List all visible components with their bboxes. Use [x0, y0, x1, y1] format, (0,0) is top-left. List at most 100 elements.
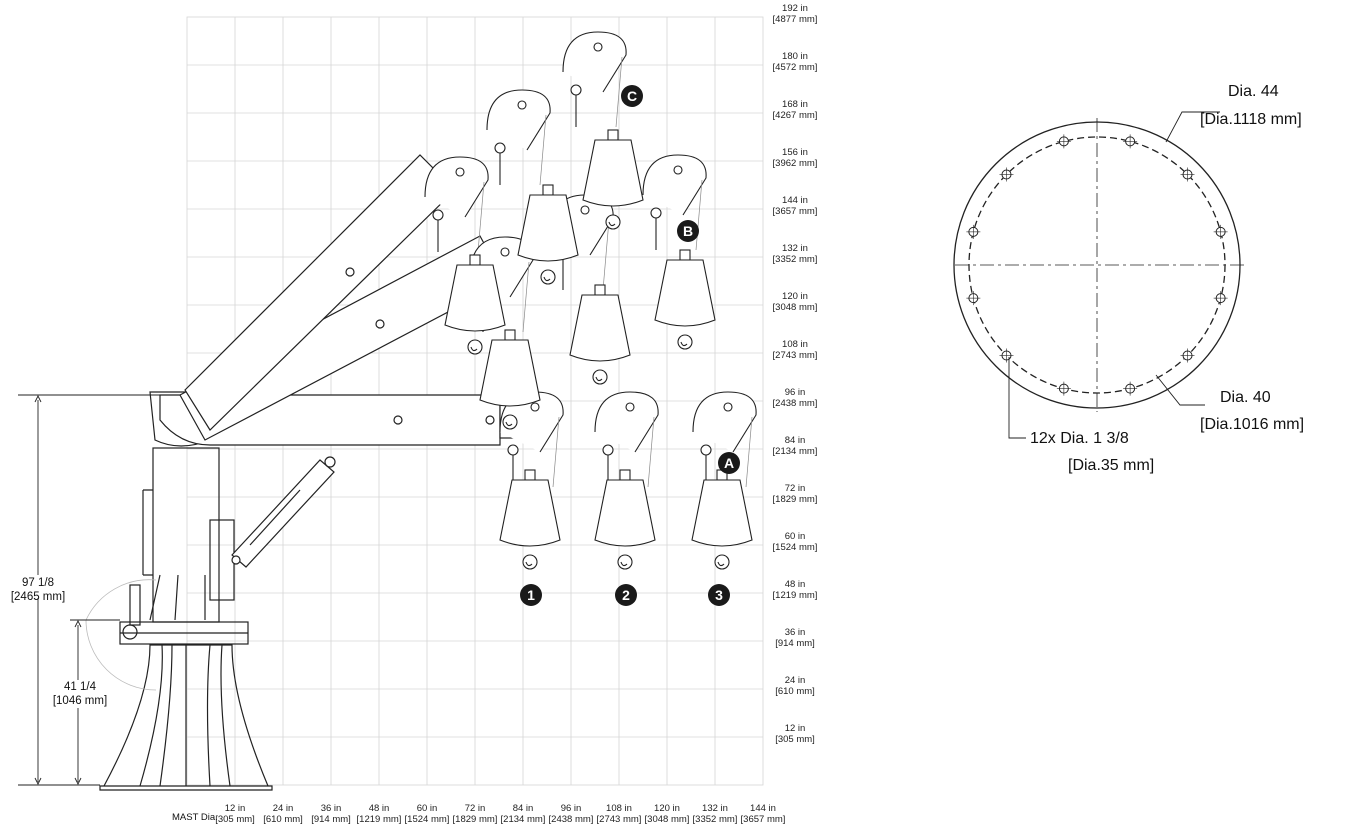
- base-height-mm: [1046 mm]: [52, 695, 108, 707]
- height-dimensions: [18, 394, 160, 786]
- y-tick-in: 120 in: [782, 291, 808, 302]
- x-tick-mm: [3048 mm]: [644, 814, 690, 825]
- flange-outer-dia-mm-label: [Dia.1118 mm]: [1200, 111, 1302, 128]
- y-tick-label: 60 in[1524 mm]: [766, 531, 824, 553]
- y-tick-in: 48 in: [784, 579, 806, 590]
- boom-tip-head: [642, 154, 707, 251]
- x-tick-label: 96 in[2438 mm]: [541, 803, 601, 825]
- y-tick-mm: [2743 mm]: [772, 350, 818, 361]
- position-badge-2: 2: [615, 584, 637, 606]
- total-height-dimension: 97 1/8 [2465 mm]: [2, 576, 74, 604]
- crane-pedestal: [99, 621, 273, 791]
- x-tick-mm: [2438 mm]: [548, 814, 594, 825]
- y-tick-in: 84 in: [784, 435, 806, 446]
- total-height-in: 97 1/8: [22, 577, 54, 589]
- y-tick-label: 192 in[4877 mm]: [766, 3, 824, 25]
- x-tick-label: 108 in[2743 mm]: [589, 803, 649, 825]
- hook-block: [691, 469, 753, 570]
- crane-mast: [85, 447, 235, 691]
- flange-outer-circle: [953, 121, 1241, 409]
- hook-block: [444, 254, 506, 355]
- y-tick-mm: [3352 mm]: [772, 254, 818, 265]
- y-tick-in: 144 in: [782, 195, 808, 206]
- y-tick-mm: [1829 mm]: [772, 494, 818, 505]
- boom-tip-head: [424, 156, 489, 253]
- x-tick-in: 96 in: [560, 803, 582, 814]
- x-tick-mm: [610 mm]: [263, 814, 303, 825]
- x-axis-origin-label: MAST Dia.: [172, 812, 218, 823]
- x-tick-label: 144 in[3657 mm]: [733, 803, 793, 825]
- y-tick-in: 36 in: [784, 627, 806, 638]
- x-tick-label: 132 in[3352 mm]: [685, 803, 745, 825]
- flange-outer-dia-label: Dia. 44: [1228, 83, 1279, 100]
- hook-block: [569, 284, 631, 385]
- y-tick-in: 12 in: [784, 723, 806, 734]
- y-tick-label: 132 in[3352 mm]: [766, 243, 824, 265]
- x-tick-label: 36 in[914 mm]: [301, 803, 361, 825]
- y-tick-label: 48 in[1219 mm]: [766, 579, 824, 601]
- hook-block: [594, 469, 656, 570]
- y-tick-in: 24 in: [784, 675, 806, 686]
- bolt-hole: [1123, 134, 1138, 149]
- x-tick-in: 108 in: [606, 803, 632, 814]
- hook-block: [517, 184, 579, 285]
- y-tick-mm: [4267 mm]: [772, 110, 818, 121]
- y-tick-label: 120 in[3048 mm]: [766, 291, 824, 313]
- position-badge-b: B: [677, 220, 699, 242]
- y-tick-label: 84 in[2134 mm]: [766, 435, 824, 457]
- x-tick-mm: [2134 mm]: [500, 814, 546, 825]
- bolt-hole: [1213, 291, 1228, 306]
- y-tick-mm: [1524 mm]: [772, 542, 818, 553]
- y-tick-mm: [4877 mm]: [772, 14, 818, 25]
- boom-tip-head: [486, 89, 551, 186]
- flange-bolt-circle-mm-label: [Dia.1016 mm]: [1200, 416, 1305, 433]
- mast-flange-drawing: [953, 111, 1245, 439]
- flange-holes-mm-label: [Dia.35 mm]: [1068, 457, 1155, 474]
- x-tick-in: 60 in: [416, 803, 438, 814]
- x-tick-label: 12 in[305 mm]: [205, 803, 265, 825]
- boom-tip-head: [692, 391, 757, 488]
- y-tick-mm: [610 mm]: [775, 686, 815, 697]
- x-tick-label: 120 in[3048 mm]: [637, 803, 697, 825]
- bolt-hole: [1213, 224, 1228, 239]
- x-tick-in: 132 in: [702, 803, 728, 814]
- x-tick-mm: [3352 mm]: [692, 814, 738, 825]
- x-tick-label: 72 in[1829 mm]: [445, 803, 505, 825]
- y-tick-label: 108 in[2743 mm]: [766, 339, 824, 361]
- luffing-cylinder: [231, 456, 336, 568]
- x-tick-in: 12 in: [224, 803, 246, 814]
- hook-block: [479, 329, 541, 430]
- x-tick-mm: [305 mm]: [215, 814, 255, 825]
- position-badge-3: 3: [708, 584, 730, 606]
- y-tick-label: 180 in[4572 mm]: [766, 51, 824, 73]
- y-tick-label: 12 in[305 mm]: [766, 723, 824, 745]
- total-height-mm: [2465 mm]: [10, 591, 66, 603]
- hook-block: [582, 129, 644, 230]
- y-tick-mm: [914 mm]: [775, 638, 815, 649]
- x-tick-label: 84 in[2134 mm]: [493, 803, 553, 825]
- flange-bolt-holes: [966, 134, 1228, 396]
- y-tick-label: 96 in[2438 mm]: [766, 387, 824, 409]
- bolt-hole: [1123, 381, 1138, 396]
- hook-blocks: [444, 129, 753, 570]
- x-tick-mm: [914 mm]: [311, 814, 351, 825]
- y-tick-in: 192 in: [782, 3, 808, 14]
- y-tick-in: 72 in: [784, 483, 806, 494]
- y-tick-label: 24 in[610 mm]: [766, 675, 824, 697]
- x-tick-in: 84 in: [512, 803, 534, 814]
- y-tick-in: 96 in: [784, 387, 806, 398]
- bolt-hole: [966, 291, 981, 306]
- y-tick-in: 132 in: [782, 243, 808, 254]
- x-tick-mm: [2743 mm]: [596, 814, 642, 825]
- y-tick-mm: [2134 mm]: [772, 446, 818, 457]
- x-tick-in: 36 in: [320, 803, 342, 814]
- y-tick-label: 168 in[4267 mm]: [766, 99, 824, 121]
- y-tick-label: 72 in[1829 mm]: [766, 483, 824, 505]
- hook-block: [499, 469, 561, 570]
- x-tick-in: 120 in: [654, 803, 680, 814]
- bolt-hole: [1056, 134, 1071, 149]
- x-tick-in: 48 in: [368, 803, 390, 814]
- bolt-hole: [1180, 167, 1195, 182]
- y-tick-mm: [3657 mm]: [772, 206, 818, 217]
